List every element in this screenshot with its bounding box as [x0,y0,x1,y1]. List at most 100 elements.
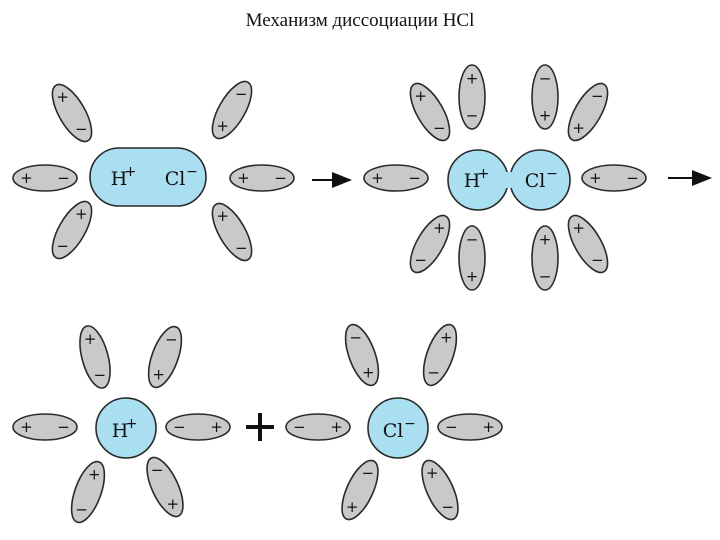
water-dipole [341,459,379,521]
dipole-shape [344,323,380,387]
charge-sign: − [442,498,455,516]
charge-sign: − [235,239,248,257]
charge-sign: + [371,169,384,187]
dipole-shape [567,214,609,274]
charge-sign: − [274,169,287,187]
charge-sign: + [426,464,439,482]
water-dipole [458,225,486,291]
dipole-shape [458,225,486,291]
dipole-shape [147,325,183,389]
charge-sign: + [20,418,33,436]
charge-sign: − [151,461,164,479]
charge-sign: + [210,418,223,436]
ion-charge: + [126,416,138,432]
charge-sign: + [84,330,97,348]
water-dipole [421,459,459,521]
water-dipole [70,460,106,524]
cl-ion-hydrated [367,397,429,459]
charge-sign: − [445,418,458,436]
charge-sign: + [589,169,602,187]
charge-sign: − [539,69,552,87]
dipole-shape [12,164,78,192]
charge-sign: + [20,169,33,187]
dipole-shape [567,82,609,142]
charge-sign: + [88,466,101,484]
charge-sign: − [591,87,604,105]
water-dipole [409,82,451,142]
diagram-title: Механизм диссоциации HCl [245,10,475,31]
charge-sign: − [173,418,186,436]
charge-sign: + [216,207,229,225]
dipole-shape [363,164,429,192]
charge-sign: + [539,230,552,248]
charge-sign: + [466,268,479,286]
water-dipole [147,325,183,389]
charge-sign: − [362,464,375,482]
water-dipole [285,413,351,441]
ion-label: Cl [383,420,404,442]
charge-sign: − [466,107,479,125]
charge-sign: + [330,418,343,436]
water-dipole [409,214,451,274]
water-dipole [165,413,231,441]
charge-sign: + [216,117,229,135]
charge-sign: − [75,500,88,518]
dipole-shape [581,164,647,192]
water-dipole [51,83,93,143]
water-dipole [12,164,78,192]
water-dipole [344,323,380,387]
water-dipole [229,164,295,192]
charge-sign: − [349,329,362,347]
charge-sign: + [433,219,446,237]
charge-sign: − [293,418,306,436]
ion-label: Cl [525,170,546,192]
charge-sign: − [539,268,552,286]
ion-label: H [112,420,129,442]
dipole-shape [285,413,351,441]
dipole-shape [211,80,253,140]
ion-charge: + [125,164,137,180]
dipole-shape [409,214,451,274]
ion-charge: − [546,166,558,182]
water-dipole [531,64,559,130]
water-dipole [211,80,253,140]
water-dipole [146,456,184,518]
charge-sign: − [408,169,421,187]
dipole-shape [531,64,559,130]
charge-sign: − [94,366,107,384]
water-dipole [79,325,111,389]
charge-sign: − [427,363,440,381]
h-ion-hydrated [95,397,157,459]
dipole-shape [79,325,111,389]
charge-sign: − [466,230,479,248]
charge-sign: + [482,418,495,436]
charge-sign: − [235,85,248,103]
charge-sign: + [362,363,375,381]
dipole-shape [531,225,559,291]
charge-sign: + [539,107,552,125]
ion-label: H [111,168,128,190]
charge-sign: + [75,205,88,223]
charge-sign: + [346,498,359,516]
dipole-shape [70,460,106,524]
charge-sign: − [626,169,639,187]
dipole-shape [165,413,231,441]
dipole-shape [146,456,184,518]
dipole-shape [229,164,295,192]
charge-sign: + [466,69,479,87]
charge-sign: + [440,329,453,347]
dipole-shape [422,323,458,387]
water-dipole [363,164,429,192]
charge-sign: − [56,237,69,255]
charge-sign: + [572,119,585,137]
charge-sign: − [591,251,604,269]
ion-label: Cl [165,168,186,190]
charge-sign: − [75,120,88,138]
water-dipole [567,214,609,274]
charge-sign: + [414,87,427,105]
dipole-shape [211,202,253,262]
dipole-shape [437,413,503,441]
charge-sign: − [57,418,70,436]
ion-charge: − [404,416,416,432]
